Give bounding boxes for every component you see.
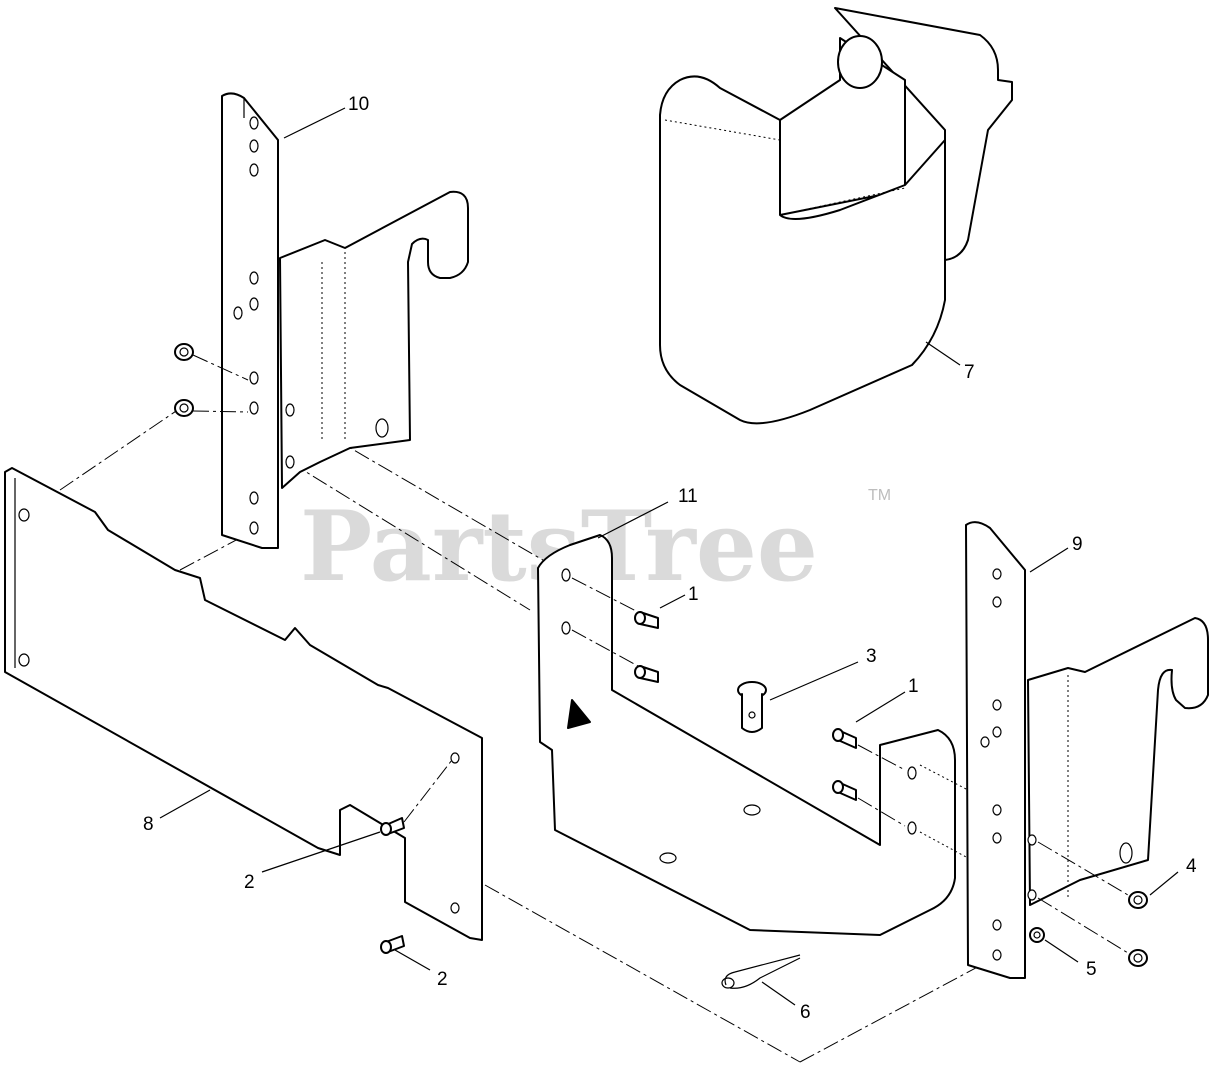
- callout-10: 10: [348, 94, 369, 115]
- leader-lines: [159, 107, 1179, 1006]
- callout-2b: 2: [437, 969, 448, 990]
- hitch-pin: [737, 681, 767, 733]
- hairpin-clip: [721, 954, 801, 989]
- callout-1a: 1: [688, 584, 699, 605]
- hitch-bracket: [537, 534, 969, 936]
- callout-5: 5: [1086, 959, 1097, 980]
- bolt-right-1: [832, 728, 906, 827]
- callout-2a: 2: [244, 872, 255, 893]
- right-nuts: [1037, 841, 1148, 967]
- callout-3: 3: [866, 646, 877, 667]
- right-mount-bar: [965, 521, 1037, 979]
- front-weight-plate: [4, 467, 483, 941]
- bolt-upper-1: [571, 577, 659, 683]
- callout-9: 9: [1072, 534, 1083, 555]
- left-hitch-plate: [279, 190, 469, 489]
- phantom-lines: [59, 404, 1001, 1063]
- washer-5: [1029, 927, 1045, 943]
- left-mount-bar: [221, 92, 295, 549]
- callout-11: 11: [678, 486, 698, 507]
- callout-1b: 1: [908, 676, 919, 697]
- right-hitch-plate: [1027, 617, 1209, 906]
- callout-6: 6: [800, 1002, 811, 1023]
- watermark-trademark: TM: [868, 487, 891, 504]
- left-nuts: [174, 343, 249, 417]
- bolt-plate-2: [380, 759, 453, 954]
- callout-7: 7: [964, 362, 975, 383]
- callout-4: 4: [1186, 856, 1197, 877]
- callout-8: 8: [143, 814, 154, 835]
- suitcase-weight: [659, 7, 1013, 425]
